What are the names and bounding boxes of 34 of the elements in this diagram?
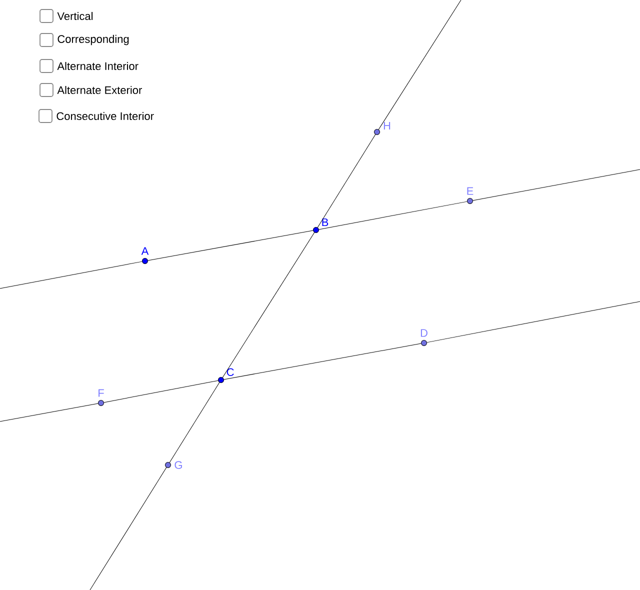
node-label: F [98,389,104,397]
line [0,403,98,422]
checkbox: Consecutive Interior [38,109,154,123]
line [426,301,640,343]
node-label: A [141,247,149,255]
point: B [313,218,328,233]
line [148,230,314,261]
node-label: G [174,461,182,469]
line [222,232,315,378]
line [169,382,220,463]
line [318,201,468,230]
node-label: H [384,122,390,130]
line [378,0,462,130]
checkbox: Corresponding [40,33,129,47]
point: F [98,389,104,406]
point: G [165,461,182,469]
line [90,467,167,590]
line [0,261,142,289]
point: H [374,122,390,135]
line [472,169,640,201]
checkbox: Alternate Exterior [40,83,142,97]
point: C [218,368,234,383]
line [224,343,422,380]
checkbox: Alternate Interior [40,59,138,73]
node-label: D [420,329,428,337]
node-label: E [467,187,474,195]
node-label: B [322,218,328,226]
node-label: C [226,368,234,376]
point: D [420,329,428,346]
point: A [141,247,149,264]
line [104,380,218,403]
line [317,134,376,228]
point: E [467,187,474,204]
checkbox: Vertical [40,9,93,23]
